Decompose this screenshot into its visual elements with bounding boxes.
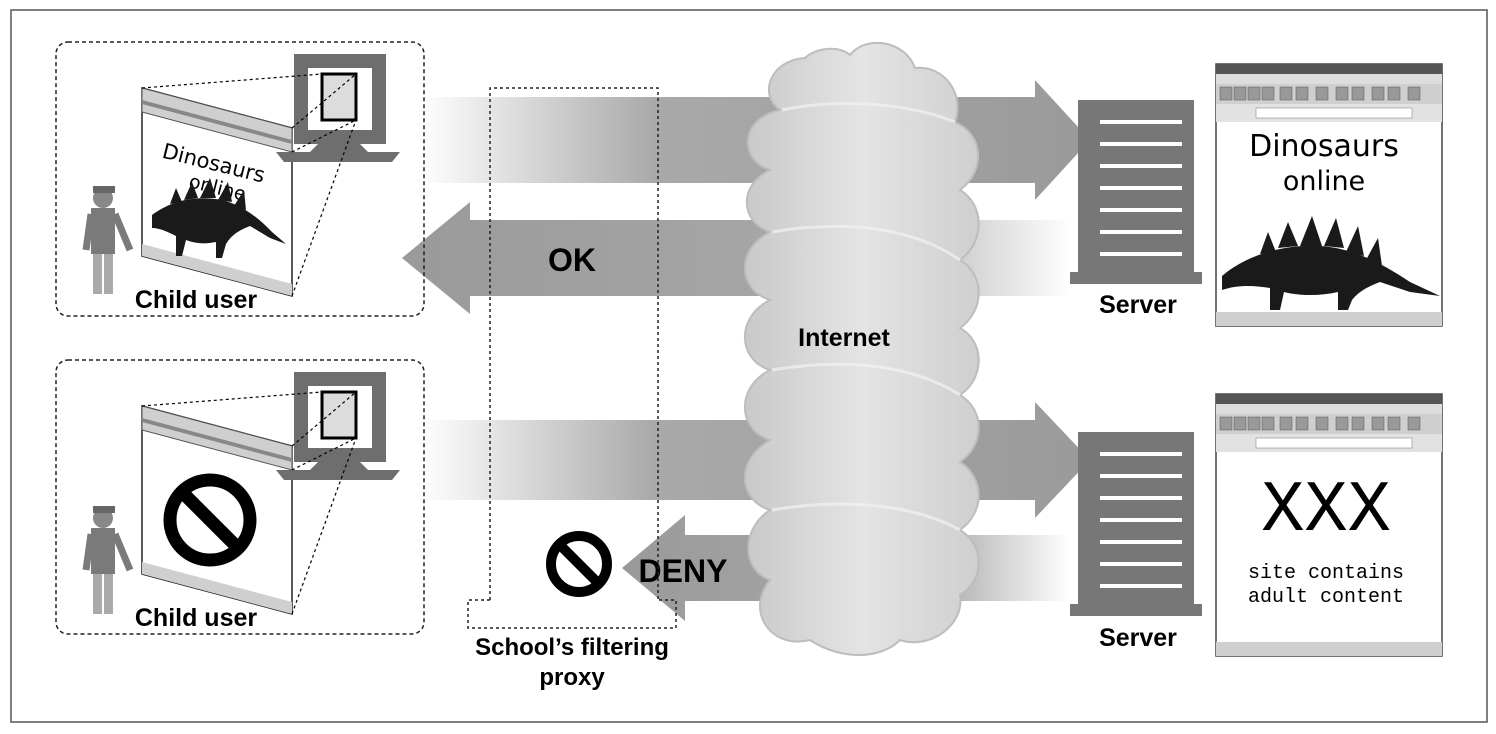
stegosaurus-image bbox=[1222, 216, 1440, 310]
adult-page-text-line2: adult content bbox=[1248, 586, 1404, 609]
internet-cloud bbox=[743, 41, 980, 656]
browser-window-bottom bbox=[141, 405, 293, 615]
adult-page-headline: XXX bbox=[1261, 470, 1391, 552]
person-icon-bottom bbox=[82, 506, 134, 614]
deny-symbol-icon bbox=[546, 531, 612, 597]
server-page-window-bottom bbox=[1215, 393, 1443, 657]
figure-frame bbox=[10, 9, 1488, 723]
proxy-label-line1: School’s filtering bbox=[475, 634, 669, 661]
server-icon-top bbox=[1070, 100, 1202, 284]
good-page-subtitle: online bbox=[1283, 166, 1365, 197]
monitor-icon-bottom bbox=[276, 372, 400, 480]
child-user-label-top: Child user bbox=[135, 286, 258, 314]
server-label-top: Server bbox=[1099, 291, 1177, 319]
internet-label: Internet bbox=[798, 324, 890, 352]
proxy-label-line2: proxy bbox=[539, 664, 605, 691]
child-user-box-top bbox=[55, 41, 425, 317]
child-user-label-bottom: Child user bbox=[135, 604, 258, 632]
zoom-lines-top bbox=[141, 73, 357, 297]
filtering-proxy-box bbox=[467, 87, 677, 629]
monitor-icon-top bbox=[276, 54, 400, 162]
blocked-symbol-icon bbox=[163, 473, 257, 567]
deny-label: DENY bbox=[639, 553, 728, 589]
ok-label: OK bbox=[548, 242, 596, 278]
child-user-box-bottom bbox=[55, 359, 425, 635]
good-page-title: Dinosaurs bbox=[1249, 129, 1399, 164]
stegosaurus-image-small bbox=[152, 178, 286, 258]
server-label-bottom: Server bbox=[1099, 624, 1177, 652]
person-icon-top bbox=[82, 186, 134, 294]
server-icon-bottom bbox=[1070, 432, 1202, 616]
zoom-lines-bottom bbox=[141, 391, 357, 615]
adult-page-text-line1: site contains bbox=[1248, 562, 1404, 585]
